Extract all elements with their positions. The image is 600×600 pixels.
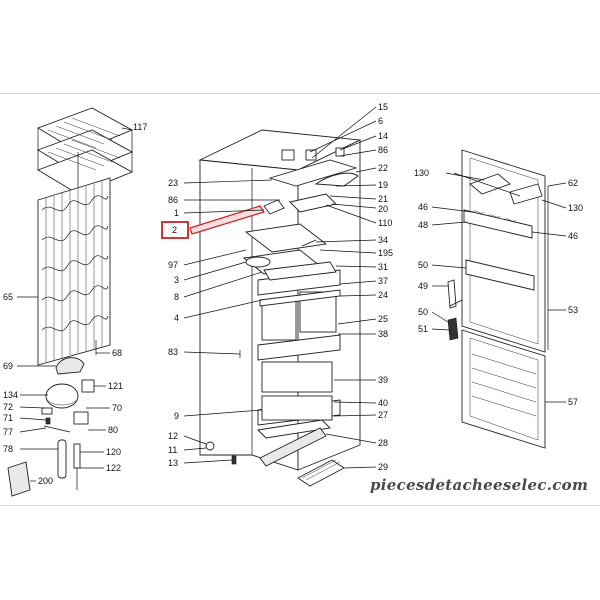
callout-57: 57	[568, 397, 578, 407]
callout-9: 9	[174, 411, 179, 421]
callout-62: 62	[568, 178, 578, 188]
center-leaders	[183, 106, 377, 469]
callout-6: 6	[378, 116, 383, 126]
callout-121: 121	[108, 381, 123, 391]
callout-78: 78	[3, 444, 13, 454]
callout-25: 25	[378, 314, 388, 324]
callout-8: 8	[174, 292, 179, 302]
callout-130-left: 130	[414, 168, 429, 178]
left-callouts: 117 65 69 68 121 134 72 70 71 77 80 78 1…	[3, 122, 147, 486]
part-2-strip	[189, 205, 265, 235]
highlighted-part-2	[161, 205, 265, 239]
bottom-rule	[0, 505, 600, 506]
callout-110: 110	[378, 218, 392, 228]
callout-122: 122	[106, 463, 121, 473]
callout-31: 31	[378, 262, 388, 272]
callout-50-upper: 50	[418, 260, 428, 270]
top-control-parts	[242, 147, 359, 281]
callout-200: 200	[38, 476, 53, 486]
callout-20: 20	[378, 204, 388, 214]
callout-86-left: 86	[168, 195, 178, 205]
callout-37: 37	[378, 276, 388, 286]
right-callouts: 130 62 130 46 48 46 50 49 53 50 51 57	[414, 168, 583, 407]
callout-195: 195	[378, 248, 393, 258]
callout-39: 39	[378, 375, 388, 385]
callout-48: 48	[418, 220, 428, 230]
condenser-grid-65	[37, 177, 111, 366]
callout-24: 24	[378, 290, 388, 300]
callout-69: 69	[3, 361, 13, 371]
callout-117: 117	[133, 122, 147, 132]
callout-86-top: 86	[378, 145, 388, 155]
callout-28: 28	[378, 438, 388, 448]
callout-11: 11	[168, 445, 177, 455]
callout-3: 3	[174, 275, 179, 285]
callout-15: 15	[378, 102, 388, 112]
callout-13: 13	[168, 458, 178, 468]
callout-2: 2	[172, 225, 177, 235]
callout-134: 134	[3, 390, 18, 400]
callout-49: 49	[418, 281, 428, 291]
left-leaders	[17, 127, 133, 482]
callout-40: 40	[378, 398, 388, 408]
center-callouts: 15 6 14 86 22 19 21 20 110 23 86 1 2 34 …	[168, 102, 393, 472]
callout-51: 51	[418, 324, 428, 334]
callout-1: 1	[174, 208, 179, 218]
callout-27: 27	[378, 410, 388, 420]
callout-130-right: 130	[568, 203, 583, 213]
callout-19: 19	[378, 180, 388, 190]
callout-80: 80	[108, 425, 118, 435]
callout-71: 71	[3, 413, 13, 423]
callout-65: 65	[3, 292, 13, 302]
callout-70: 70	[112, 403, 122, 413]
evaporator-tray-117	[36, 107, 134, 195]
upper-door	[447, 149, 549, 353]
right-leaders	[431, 172, 567, 403]
callout-22: 22	[378, 163, 388, 173]
callout-14: 14	[378, 131, 388, 141]
callout-97: 97	[168, 260, 178, 270]
lower-door	[447, 317, 546, 449]
callout-4: 4	[174, 313, 179, 323]
callout-34: 34	[378, 235, 388, 245]
callout-21: 21	[378, 194, 388, 204]
callout-68: 68	[112, 348, 122, 358]
compressor-group	[7, 357, 95, 497]
callout-12: 12	[168, 431, 178, 441]
callout-72: 72	[3, 402, 13, 412]
callout-46-left: 46	[418, 202, 428, 212]
callout-53: 53	[568, 305, 578, 315]
callout-38: 38	[378, 329, 388, 339]
callout-46-right: 46	[568, 231, 578, 241]
callout-77: 77	[3, 427, 13, 437]
watermark-text: piecesdetacheeselec.com	[370, 476, 589, 494]
shelves-lower	[205, 289, 345, 487]
callout-23: 23	[168, 178, 178, 188]
top-rule	[0, 93, 600, 94]
callout-29: 29	[378, 462, 388, 472]
callout-120: 120	[106, 447, 121, 457]
callout-2-highlight-box	[161, 221, 189, 239]
callout-50-lower: 50	[418, 307, 428, 317]
callout-83: 83	[168, 347, 178, 357]
